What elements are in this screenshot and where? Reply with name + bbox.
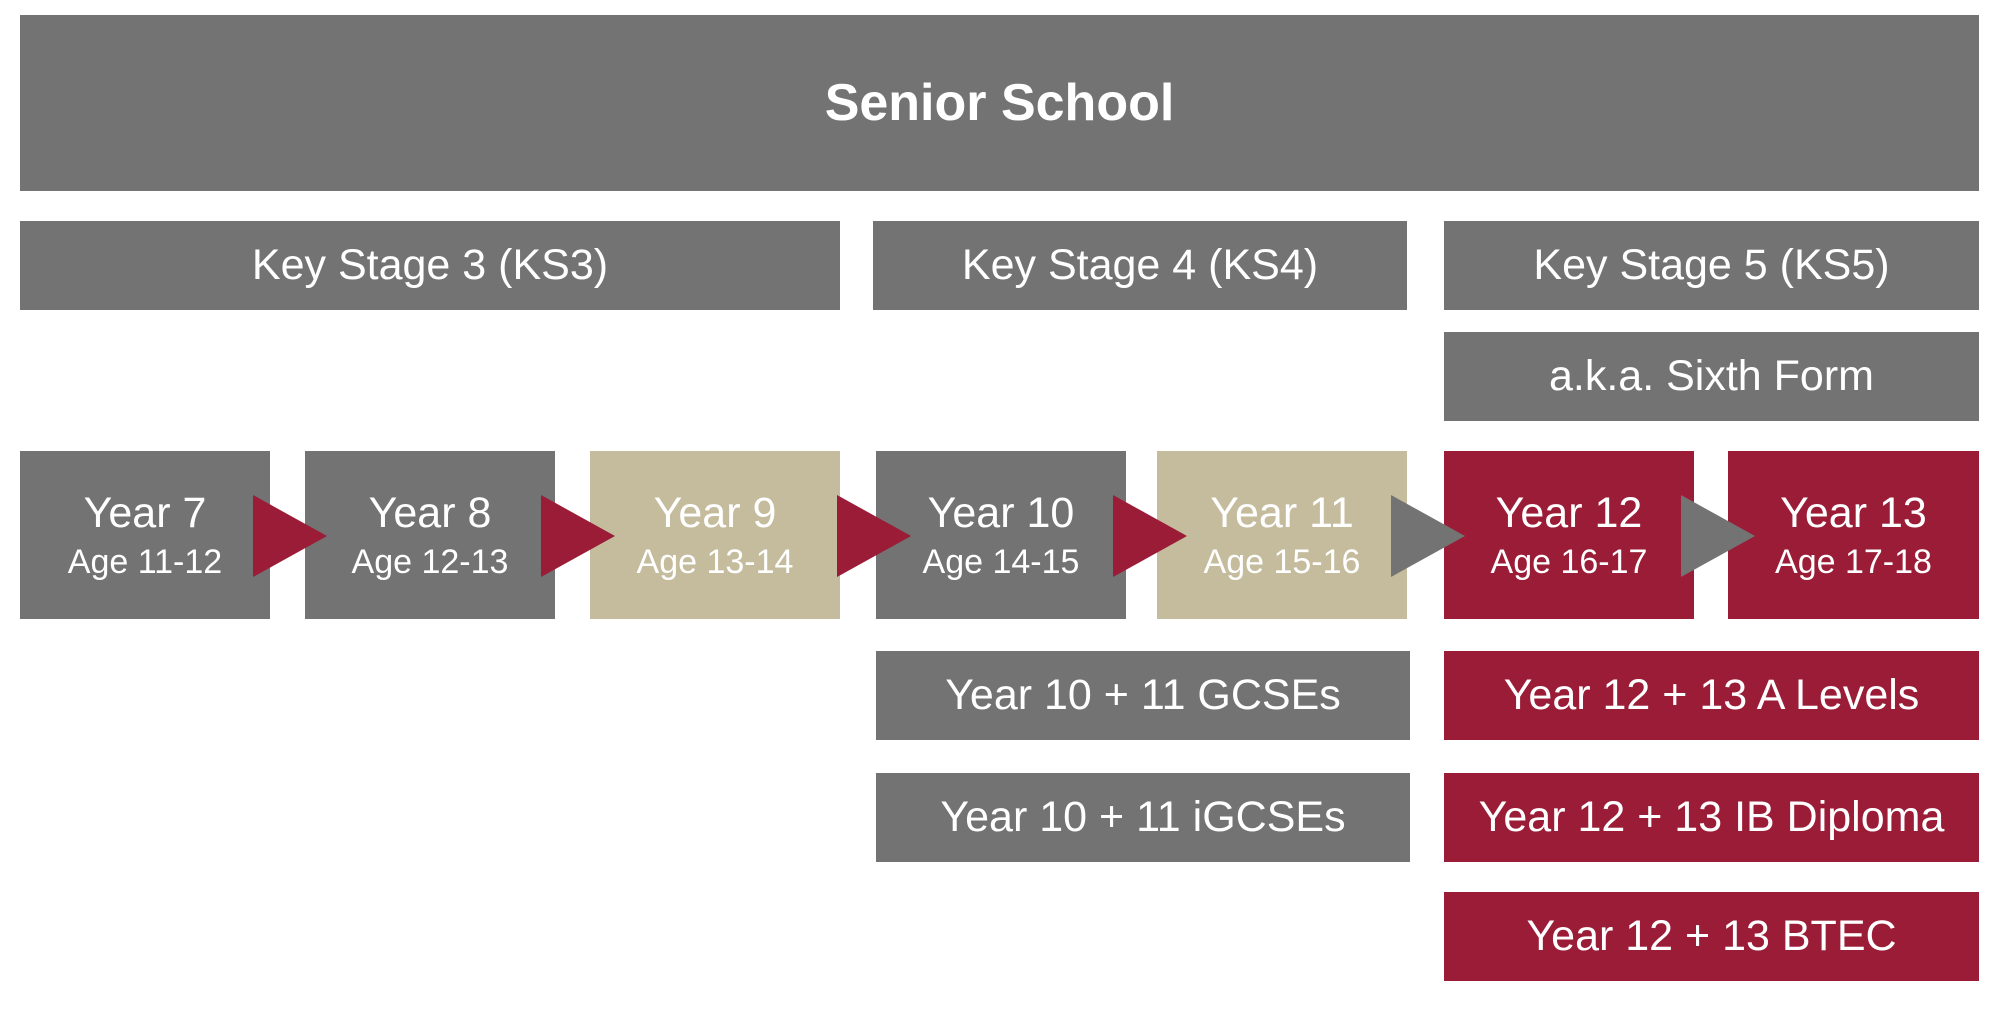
age-label: Age 17-18 — [1775, 543, 1932, 581]
ks4-qualification-gcse: Year 10 + 11 GCSEs — [876, 651, 1410, 740]
age-label: Age 15-16 — [1203, 543, 1361, 581]
age-label: Age 12-13 — [351, 543, 509, 581]
key-stage-3-label: Key Stage 3 (KS3) — [251, 241, 609, 289]
ks5-qualification-btec: Year 12 + 13 BTEC — [1444, 892, 1979, 981]
qualification-label: Year 12 + 13 IB Diploma — [1478, 793, 1945, 841]
year-label: Year 9 — [653, 489, 777, 537]
key-stage-4-bar: Key Stage 4 (KS4) — [873, 221, 1407, 310]
ks5-qualification-a-levels: Year 12 + 13 A Levels — [1444, 651, 1979, 740]
senior-school-banner: Senior School — [20, 15, 1979, 191]
age-label: Age 13-14 — [636, 543, 794, 581]
page-title: Senior School — [824, 74, 1175, 132]
sixth-form-bar: a.k.a. Sixth Form — [1444, 332, 1979, 421]
qualification-label: Year 10 + 11 GCSEs — [945, 671, 1341, 719]
year-label: Year 12 — [1495, 489, 1643, 537]
age-label: Age 14-15 — [922, 543, 1080, 581]
key-stage-3-bar: Key Stage 3 (KS3) — [20, 221, 840, 310]
year-10-box: Year 10 Age 14-15 — [876, 451, 1126, 619]
sixth-form-label: a.k.a. Sixth Form — [1549, 352, 1874, 400]
qualification-label: Year 12 + 13 A Levels — [1503, 671, 1920, 719]
year-label: Year 13 — [1780, 489, 1927, 537]
key-stage-4-label: Key Stage 4 (KS4) — [961, 241, 1319, 289]
year-13-box: Year 13 Age 17-18 — [1728, 451, 1979, 619]
ks4-qualification-igcse: Year 10 + 11 iGCSEs — [876, 773, 1410, 862]
year-11-box: Year 11 Age 15-16 — [1157, 451, 1407, 619]
qualification-label: Year 10 + 11 iGCSEs — [940, 793, 1346, 841]
year-label: Year 8 — [368, 489, 492, 537]
year-label: Year 11 — [1210, 489, 1354, 537]
key-stage-5-label: Key Stage 5 (KS5) — [1533, 241, 1890, 289]
year-8-box: Year 8 Age 12-13 — [305, 451, 555, 619]
year-7-box: Year 7 Age 11-12 — [20, 451, 270, 619]
age-label: Age 11-12 — [67, 543, 223, 581]
year-9-box: Year 9 Age 13-14 — [590, 451, 840, 619]
qualification-label: Year 12 + 13 BTEC — [1526, 912, 1897, 960]
key-stage-5-bar: Key Stage 5 (KS5) — [1444, 221, 1979, 310]
year-label: Year 10 — [927, 489, 1075, 537]
ks5-qualification-ib-diploma: Year 12 + 13 IB Diploma — [1444, 773, 1979, 862]
year-12-box: Year 12 Age 16-17 — [1444, 451, 1694, 619]
age-label: Age 16-17 — [1490, 543, 1648, 581]
year-label: Year 7 — [83, 489, 207, 537]
